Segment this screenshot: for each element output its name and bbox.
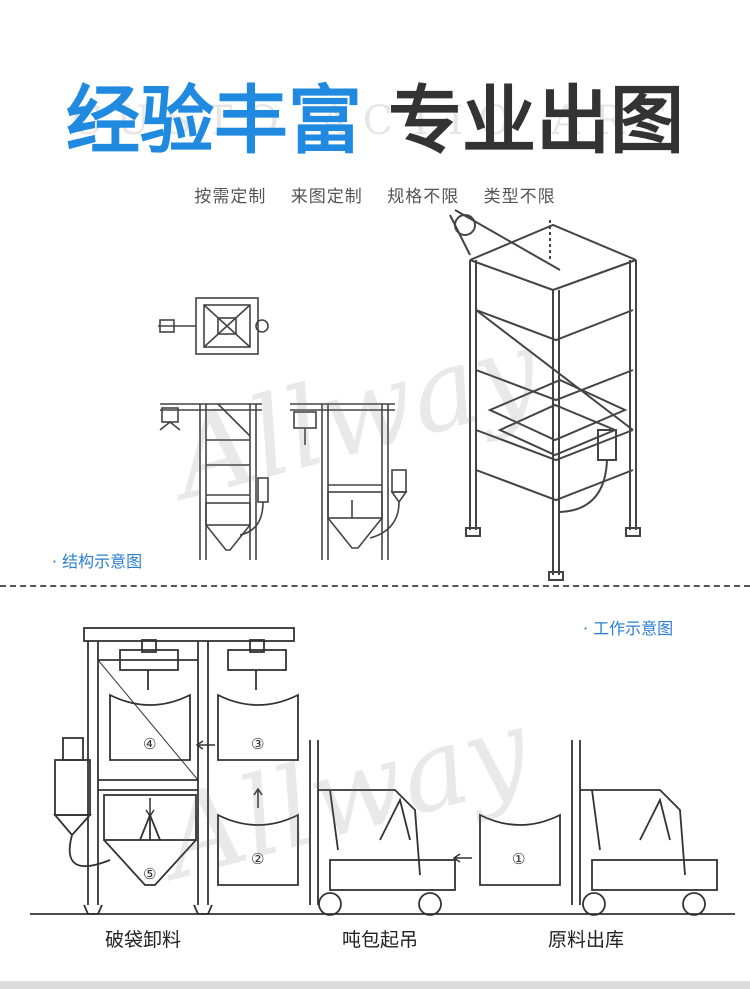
hoist-left	[119, 639, 179, 690]
hoist-right	[227, 639, 287, 690]
subtitle-item: 按需定制	[194, 187, 267, 207]
caption-material-outbound: 原料出库	[548, 929, 625, 951]
title-part-blue: 经验丰富	[66, 78, 362, 164]
structure-label: · 结构示意图	[52, 552, 143, 571]
step-number-1: ①	[512, 850, 526, 868]
bag-1	[479, 813, 561, 886]
isometric-frame-drawing	[449, 209, 641, 581]
forklift-2	[571, 740, 718, 916]
step-number-3: ③	[251, 735, 265, 753]
dust-collector	[53, 737, 111, 868]
step-number-2: ②	[251, 850, 265, 868]
title-part-dark: 专业出图	[388, 78, 684, 164]
hopper	[103, 794, 197, 886]
subtitle: 按需定制 来图定制 规格不限 类型不限	[0, 182, 750, 207]
subtitle-item: 类型不限	[483, 187, 556, 207]
work-label: · 工作示意图	[583, 619, 674, 638]
step-number-4: ④	[143, 735, 157, 753]
caption-bag-unloading: 破袋卸料	[105, 929, 182, 951]
subtitle-item: 来图定制	[290, 187, 363, 207]
bag-2	[217, 813, 299, 886]
section-divider	[0, 585, 750, 587]
forklift-1	[309, 740, 456, 916]
flow-arrows	[145, 740, 472, 863]
step-number-5: ⑤	[143, 865, 157, 883]
top-view-drawing	[158, 297, 269, 355]
caption-bag-lifting: 吨包起吊	[342, 929, 419, 951]
background-letters: CUSTO ACTIO ART	[71, 98, 679, 144]
gantry-frame	[83, 627, 295, 915]
page-title: 经验丰富专业出图	[0, 76, 750, 166]
subtitle-item: 规格不限	[387, 187, 460, 207]
bag-3	[217, 693, 299, 761]
front-elevation-drawing	[159, 403, 269, 560]
side-elevation-drawing	[290, 403, 408, 560]
bag-4	[109, 693, 191, 761]
bottom-bar	[0, 981, 750, 989]
